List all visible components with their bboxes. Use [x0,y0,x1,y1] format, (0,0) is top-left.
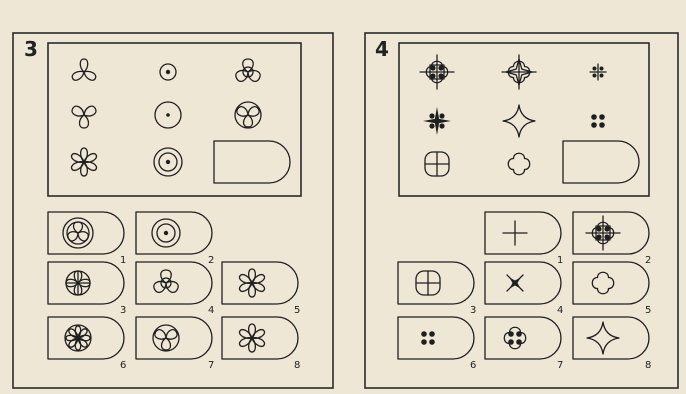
answer-option-label: 5 [645,305,651,316]
answer-card[interactable] [136,212,212,254]
grid-cell-quatrefoil-icon [508,153,530,175]
answer-option-7[interactable]: 7 [485,317,563,371]
puzzle-4-grid [420,55,639,183]
answer-option-label: 3 [120,305,126,316]
answer-card[interactable] [485,317,561,359]
flower6-icon [238,324,266,352]
plus-icon [503,221,527,245]
quatrefoil-icon [592,272,614,294]
answer-option-label: 8 [294,360,300,371]
answer-option-4[interactable]: 4 [136,262,214,316]
answer-card[interactable] [573,317,649,359]
puzzle-4-answers: 1 2 3 4 5 6 7 8 [398,212,651,371]
answer-option-7[interactable]: 7 [136,317,214,371]
triquetra-icon [152,270,180,294]
answer-option-3[interactable]: 3 [48,262,126,316]
ornate-quatrefoil-icon [586,216,620,250]
answer-option-label: 4 [557,305,563,316]
grid-cell-quad-square-icon [425,152,449,176]
grid-cell-star-leaves-icon [423,107,451,135]
grid-cell-circle-dot-icon [155,102,181,128]
answer-option-label: 2 [208,255,214,266]
answer-option-5[interactable]: 5 [573,262,651,316]
answer-option-label: 1 [557,255,563,266]
answer-option-label: 4 [208,305,214,316]
answer-card[interactable] [222,317,298,359]
answer-option-label: 6 [120,360,126,371]
answer-option-4[interactable]: 4 [485,262,563,316]
blank-slot-card [563,141,639,183]
grid-cell-small-star-dots-icon [590,64,606,80]
puzzle-3-blank-slot [214,141,290,183]
grid-cell-quatrefoil-star-icon [502,55,536,89]
answer-option-label: 2 [645,255,651,266]
answer-option-6[interactable]: 6 [48,317,126,371]
grid-cell-propeller3-icon [71,59,97,82]
puzzle-3-grid [70,59,290,183]
circle-flower-icon [63,218,93,248]
four-point-star-icon [587,322,619,354]
answer-option-2[interactable]: 2 [573,212,651,266]
grid-cell-four-dots-icon [591,114,605,128]
four-dots-icon [421,331,435,345]
answer-option-label: 5 [294,305,300,316]
answer-option-3[interactable]: 3 [398,262,476,316]
circle-flower8-icon [65,325,91,351]
answer-option-8[interactable]: 8 [573,317,651,371]
answer-option-1[interactable]: 1 [485,212,563,266]
answer-card[interactable] [222,262,298,304]
puzzle-4: 4 1 2 3 4 5 6 7 8 [365,33,678,388]
answer-card[interactable] [398,317,474,359]
grid-cell-four-point-star-icon [503,105,535,137]
answer-option-label: 3 [470,305,476,316]
puzzle-3-matrix [48,43,301,196]
puzzle-3: 3 1 2 3 4 5 6 7 8 [13,33,333,388]
grid-cell-triquetra-icon [234,59,262,83]
circle-trefoil-icon [153,325,179,351]
flower6-icon [238,269,266,297]
puzzle-3-number: 3 [24,37,38,61]
answer-card[interactable] [485,262,561,304]
puzzle-3-frame [13,33,333,388]
puzzle-3-answers: 1 2 3 4 5 6 7 8 [48,212,300,371]
answer-option-label: 7 [208,360,214,371]
x-star-icon [504,272,527,295]
puzzle-4-number: 4 [375,37,389,61]
answer-card[interactable] [136,262,212,304]
grid-cell-trefoil-icon [70,105,97,128]
grid-cell-ornate-quatrefoil-icon [420,55,454,89]
answer-card[interactable] [48,317,124,359]
answer-option-1[interactable]: 1 [48,212,126,266]
quad-square-icon [416,271,440,295]
answer-option-label: 1 [120,255,126,266]
answer-option-label: 7 [557,360,563,371]
grid-cell-double-ring-dot-icon [154,148,182,176]
blank-slot-card [214,141,290,183]
grid-cell-circle-trefoil-icon [235,102,261,128]
grid-cell-flower6-icon [70,148,98,176]
answer-option-5[interactable]: 5 [222,262,300,316]
grid-cell-ring-dot-icon [160,64,176,80]
answer-option-6[interactable]: 6 [398,317,476,371]
answer-option-8[interactable]: 8 [222,317,300,371]
answer-option-2[interactable]: 2 [136,212,214,266]
puzzle-4-blank-slot [563,141,639,183]
quatrefoil-dots-icon [504,327,526,349]
answer-option-label: 6 [470,360,476,371]
circle-cross-flower-icon [66,271,90,295]
double-ring-dot-icon [152,219,180,247]
answer-card[interactable] [573,262,649,304]
answer-option-label: 8 [645,360,651,371]
